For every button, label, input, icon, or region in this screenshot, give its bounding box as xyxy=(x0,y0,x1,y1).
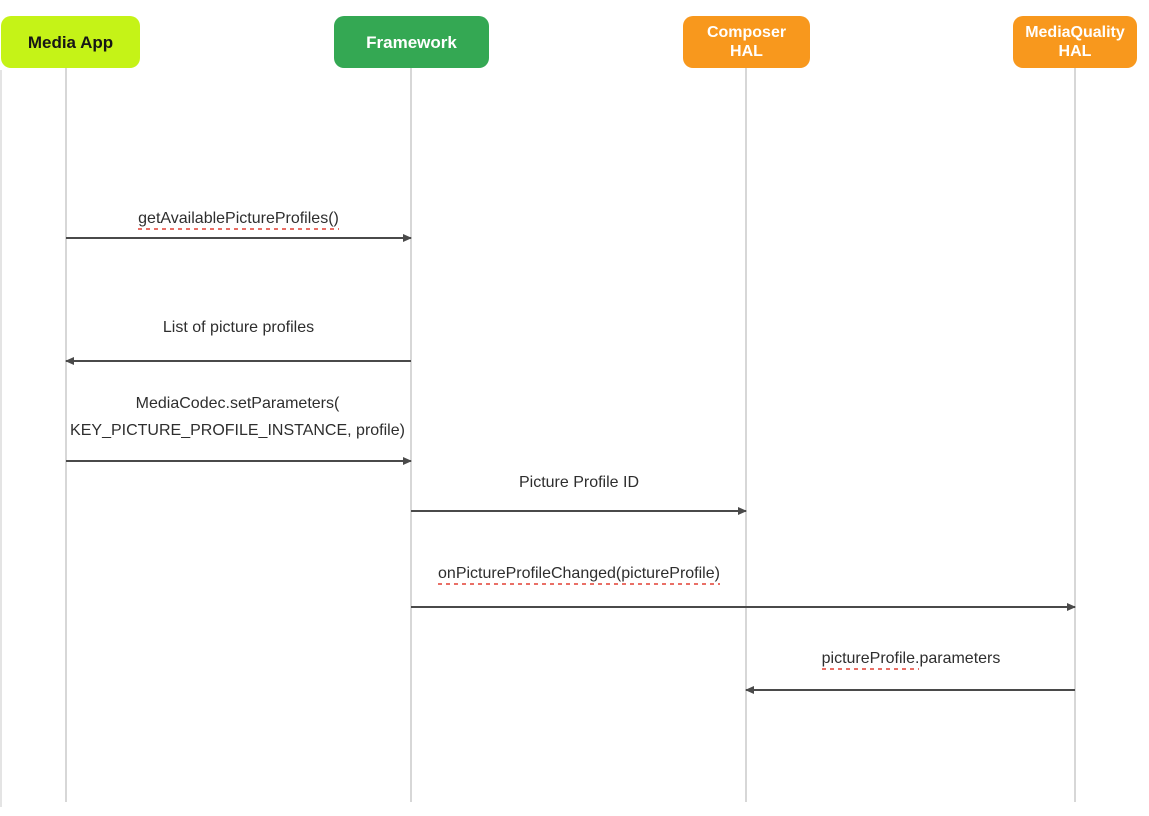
arrowhead-left-icon xyxy=(745,686,754,694)
message-label-picture-profile-id: Picture Profile ID xyxy=(411,472,747,493)
arrowhead-right-icon xyxy=(738,507,747,515)
actor-composer-hal-label-line2: HAL xyxy=(730,43,763,60)
lifeline-composer-hal xyxy=(745,68,747,802)
message-arrow-media-app-to-framework-2 xyxy=(66,457,412,465)
message-label-mediacodec-setparameters: MediaCodec.setParameters( KEY_PICTURE_PR… xyxy=(27,390,448,444)
page-left-edge xyxy=(0,70,2,807)
actor-composer-hal: Composer HAL xyxy=(683,16,810,68)
message-text-line2: KEY_PICTURE_PROFILE_INSTANCE, profile) xyxy=(70,422,405,439)
lifeline-media-app xyxy=(65,68,67,802)
message-arrow-framework-to-media-app xyxy=(65,357,411,365)
message-label-get-available-picture-profiles: getAvailablePictureProfiles() xyxy=(66,208,411,230)
actor-framework-label: Framework xyxy=(366,32,457,52)
message-text-rest: parameters xyxy=(919,650,1001,667)
message-arrow-framework-to-composer-hal xyxy=(411,507,747,515)
arrowhead-right-icon xyxy=(1067,603,1076,611)
actor-media-app: Media App xyxy=(1,16,140,68)
message-text-marked: pictureProfile. xyxy=(821,650,920,670)
lifeline-mediaquality-hal xyxy=(1074,68,1076,802)
arrowhead-left-icon xyxy=(65,357,74,365)
message-text-line1: MediaCodec.setParameters( xyxy=(135,395,340,412)
message-label-list-of-picture-profiles: List of picture profiles xyxy=(66,317,411,338)
message-text: List of picture profiles xyxy=(162,319,315,336)
message-arrow-media-app-to-framework xyxy=(66,234,412,242)
arrowhead-right-icon xyxy=(403,234,412,242)
message-text: getAvailablePictureProfiles() xyxy=(138,210,339,230)
actor-media-app-label: Media App xyxy=(27,32,114,52)
message-label-pictureprofile-parameters: pictureProfile.parameters xyxy=(746,648,1076,670)
message-label-on-picture-profile-changed: onPictureProfileChanged(pictureProfile) xyxy=(411,563,747,585)
actor-mediaquality-hal: MediaQuality HAL xyxy=(1013,16,1137,68)
lifeline-framework xyxy=(410,68,412,802)
message-text: Picture Profile ID xyxy=(518,474,640,491)
actor-composer-hal-label-line1: Composer xyxy=(706,24,787,41)
message-text: onPictureProfileChanged(pictureProfile) xyxy=(438,565,720,585)
message-arrow-mediaquality-hal-to-composer-hal xyxy=(745,686,1075,694)
arrowhead-right-icon xyxy=(403,457,412,465)
actor-mediaquality-hal-label-line1: MediaQuality xyxy=(1025,24,1125,41)
message-arrow-framework-to-mediaquality-hal xyxy=(411,603,1076,611)
actor-framework: Framework xyxy=(334,16,489,68)
actor-mediaquality-hal-label-line2: HAL xyxy=(1058,43,1092,60)
